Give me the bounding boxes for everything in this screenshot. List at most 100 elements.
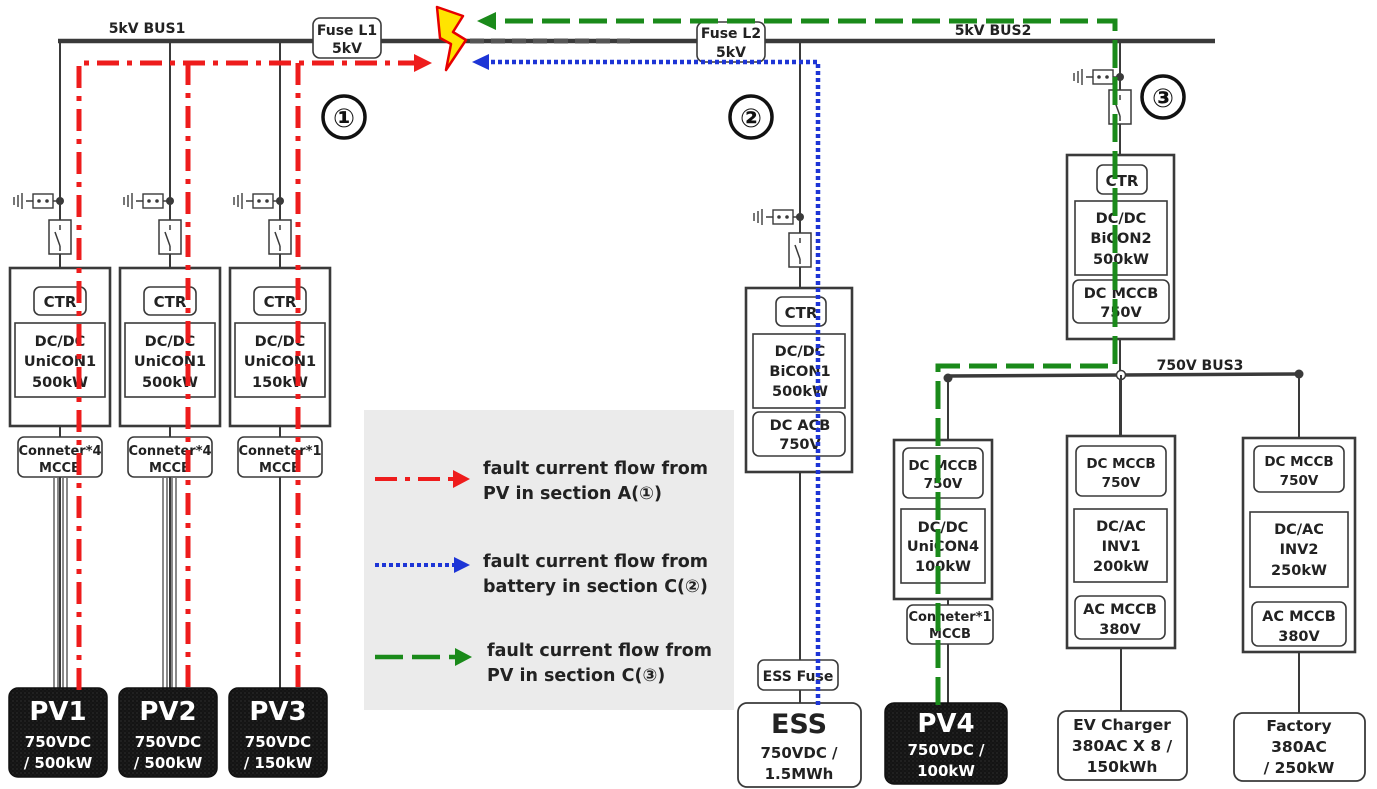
- pv-panel-voltage: 750VDC: [135, 733, 201, 751]
- pv-unit-ctr: CTR: [264, 293, 297, 311]
- svg-text:②: ②: [740, 104, 762, 134]
- svg-text:150kWh: 150kWh: [1087, 758, 1158, 776]
- fuse-l2: Fuse L2 5kV: [696, 21, 766, 63]
- svg-text:PV in section C(③): PV in section C(③): [487, 666, 665, 686]
- pv3-arrester-icon: [233, 193, 284, 209]
- svg-text:DC MCCB: DC MCCB: [908, 458, 977, 474]
- svg-text:1.5MWh: 1.5MWh: [765, 765, 834, 783]
- svg-text:DC/AC: DC/AC: [1274, 522, 1324, 538]
- svg-text:MCCB: MCCB: [929, 627, 971, 642]
- section-marker-2: ②: [728, 94, 774, 140]
- pv-unit-text: DC/DC: [35, 334, 86, 350]
- pv-unit-2: CTRDC/DCUniCON1500kWConneter*4MCCBPV2750…: [118, 266, 222, 778]
- legend: fault current flow from PV in section A(…: [375, 459, 712, 686]
- pv-unit-text: UniCON1: [244, 354, 316, 370]
- svg-text:750V: 750V: [1280, 473, 1319, 489]
- svg-text:380AC X 8 /: 380AC X 8 /: [1072, 737, 1173, 755]
- pv-unit-text: 150kW: [252, 375, 308, 391]
- pv-mccb-label: MCCB: [259, 461, 301, 476]
- pv-connector-label: Conneter*4: [128, 444, 211, 459]
- pv-panel-rating: / 500kW: [134, 754, 203, 772]
- svg-text:UniCON4: UniCON4: [907, 539, 979, 555]
- svg-text:380V: 380V: [1099, 622, 1141, 638]
- svg-text:DC MCCB: DC MCCB: [1086, 456, 1155, 472]
- fault-path-green: [477, 12, 1118, 705]
- ess-label: ESS: [771, 709, 827, 740]
- legend-item-blue: fault current flow from battery in secti…: [375, 552, 708, 597]
- bus3-label: 750V BUS3: [1157, 358, 1244, 374]
- pv-unit-ctr: CTR: [44, 293, 77, 311]
- svg-text:CTR: CTR: [1106, 172, 1139, 190]
- pv3-switch-icon: [268, 219, 292, 255]
- bus1-label: 5kV BUS1: [109, 21, 186, 37]
- svg-text:fault current flow from: fault current flow from: [483, 459, 708, 479]
- svg-text:5kV: 5kV: [716, 45, 746, 61]
- svg-text:Fuse L2: Fuse L2: [701, 26, 761, 42]
- pv-panel-rating: / 500kW: [24, 754, 93, 772]
- pv-panel-voltage: 750VDC: [245, 733, 311, 751]
- legend-panel: [364, 410, 734, 710]
- pv2-switch-icon: [158, 219, 182, 255]
- svg-text:DC ACB: DC ACB: [770, 418, 831, 434]
- ess-arrester-icon: [753, 209, 804, 225]
- inv2-unit: DC MCCB 750V DC/AC INV2 250kW AC MCCB 38…: [1233, 436, 1366, 782]
- svg-text:battery in section C(②): battery in section C(②): [483, 577, 708, 597]
- svg-text:DC MCCB: DC MCCB: [1084, 286, 1159, 302]
- pv-unit-text: DC/DC: [255, 334, 306, 350]
- inv1-unit: DC MCCB 750V DC/AC INV1 200kW AC MCCB 38…: [1057, 434, 1188, 781]
- pv-mccb-label: MCCB: [39, 461, 81, 476]
- pv-unit-text: UniCON1: [134, 354, 206, 370]
- pv-panel-label: PV2: [139, 697, 196, 727]
- bicon2-switch-icon: [1108, 89, 1132, 125]
- pv-connector-label: Conneter*4: [18, 444, 101, 459]
- section-marker-3: ③: [1140, 74, 1186, 120]
- fault-path-red: [76, 54, 432, 690]
- pv-unit-text: UniCON1: [24, 354, 96, 370]
- svg-text:fault current flow from: fault current flow from: [483, 552, 708, 572]
- section-marker-1: ①: [321, 94, 367, 140]
- svg-text:250kW: 250kW: [1271, 563, 1327, 579]
- svg-text:500kW: 500kW: [1093, 252, 1149, 268]
- svg-text:INV2: INV2: [1280, 542, 1319, 558]
- fault-spark-icon: [435, 5, 468, 72]
- ess-fuse: ESS Fuse: [763, 669, 834, 685]
- svg-text:AC MCCB: AC MCCB: [1262, 609, 1336, 625]
- svg-text:100kW: 100kW: [917, 762, 975, 780]
- svg-text:Fuse L1: Fuse L1: [317, 23, 377, 39]
- svg-text:BiCON2: BiCON2: [1090, 231, 1151, 247]
- pv-panel-label: PV1: [29, 697, 86, 727]
- svg-text:AC MCCB: AC MCCB: [1083, 602, 1157, 618]
- svg-text:750V: 750V: [779, 437, 821, 453]
- pv4-label: PV4: [917, 709, 974, 739]
- pv1-arrester-icon: [13, 193, 64, 209]
- svg-text:500kW: 500kW: [772, 384, 828, 400]
- pv-unit-text: DC/DC: [145, 334, 196, 350]
- svg-text:5kV: 5kV: [332, 41, 362, 57]
- svg-text:EV Charger: EV Charger: [1073, 716, 1171, 734]
- svg-text:PV in section A(①): PV in section A(①): [483, 484, 662, 504]
- svg-text:①: ①: [333, 104, 355, 134]
- protection-symbols: [13, 69, 1132, 268]
- pv-mccb-label: MCCB: [149, 461, 191, 476]
- svg-text:750VDC /: 750VDC /: [760, 744, 838, 762]
- svg-text:750V: 750V: [924, 476, 963, 492]
- bicon2-unit: CTR DC/DC BiCON2 500kW DC MCCB 750V: [1065, 153, 1176, 341]
- pv-panel-label: PV3: [249, 697, 306, 727]
- svg-text:DC/DC: DC/DC: [1096, 211, 1147, 227]
- pv1-switch-icon: [48, 219, 72, 255]
- svg-text:fault current flow from: fault current flow from: [487, 641, 712, 661]
- svg-text:DC/DC: DC/DC: [918, 520, 969, 536]
- pv2-arrester-icon: [123, 193, 174, 209]
- svg-text:Factory: Factory: [1266, 717, 1331, 735]
- svg-text:380V: 380V: [1278, 629, 1320, 645]
- svg-text:750VDC /: 750VDC /: [907, 741, 985, 759]
- svg-text:INV1: INV1: [1102, 539, 1141, 555]
- fuse-l1: Fuse L1 5kV: [312, 17, 382, 59]
- svg-text:750V: 750V: [1102, 475, 1141, 491]
- svg-text:750V: 750V: [1100, 305, 1142, 321]
- svg-text:/ 250kW: / 250kW: [1264, 759, 1335, 777]
- pv1-conductors: [53, 478, 68, 690]
- pv-unit-text: 500kW: [32, 375, 88, 391]
